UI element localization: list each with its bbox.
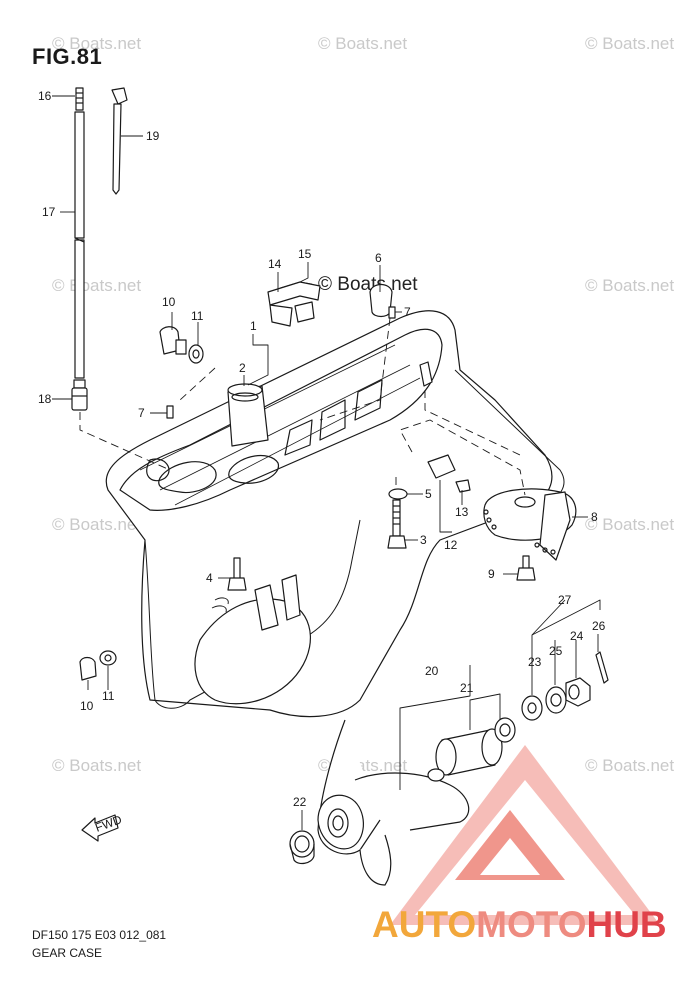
brand-part-auto: AUTO xyxy=(372,904,477,945)
callout-24: 24 xyxy=(570,629,584,643)
callout-25: 25 xyxy=(549,644,563,658)
callout-18: 18 xyxy=(38,392,52,406)
dowel-pin xyxy=(166,405,174,419)
brand-logo-icon xyxy=(390,745,660,925)
bolt xyxy=(516,555,536,581)
plug xyxy=(369,283,396,319)
watermark: © Boats.net xyxy=(585,34,675,53)
mounting-bracket xyxy=(388,454,471,500)
callout-12: 12 xyxy=(444,538,458,552)
shift-rod xyxy=(74,87,85,379)
callout-19: 19 xyxy=(146,129,160,143)
callout-9: 9 xyxy=(488,567,495,581)
callout-14: 14 xyxy=(268,257,282,271)
callout-16: 16 xyxy=(38,89,52,103)
brand-wordmark: AUTOMOTOHUB xyxy=(372,904,667,946)
forward-arrow-icon xyxy=(81,814,119,842)
callout-10b: 10 xyxy=(80,699,94,713)
callout-26: 26 xyxy=(592,619,606,633)
watermark: © Boats.net xyxy=(585,276,675,295)
callout-4: 4 xyxy=(206,571,213,585)
cable-tie xyxy=(111,87,128,195)
propeller xyxy=(317,719,470,886)
callout-3: 3 xyxy=(420,533,427,547)
watermark: © Boats.net xyxy=(585,756,675,775)
bolt xyxy=(227,557,247,591)
callout-leader-lines xyxy=(52,95,601,830)
callout-10a: 10 xyxy=(162,295,176,309)
callout-1: 1 xyxy=(250,319,257,333)
callout-20: 20 xyxy=(425,664,439,678)
callout-21: 21 xyxy=(460,681,474,695)
figure-title: FIG.81 xyxy=(32,44,103,69)
prop-hardware xyxy=(521,651,609,721)
callout-27: 27 xyxy=(558,593,572,607)
shift-rod-coupler xyxy=(71,379,88,411)
watermark-center: © Boats.net xyxy=(318,274,418,295)
callout-6: 6 xyxy=(375,251,382,265)
gear-case-body xyxy=(105,310,565,718)
watermark: © Boats.net xyxy=(585,515,675,534)
watermark: © Boats.net xyxy=(52,515,142,534)
callout-8: 8 xyxy=(591,510,598,524)
callout-17: 17 xyxy=(42,205,56,219)
callout-23: 23 xyxy=(528,655,542,669)
assembly-guide-lines xyxy=(79,317,526,496)
trim-tab-anode xyxy=(483,488,577,561)
callout-5: 5 xyxy=(425,487,432,501)
bracket-assembly xyxy=(267,281,321,327)
callout-7b: 7 xyxy=(138,406,145,420)
brand-part-hub: HUB xyxy=(586,904,667,945)
watermark: © Boats.net xyxy=(52,276,142,295)
callout-13: 13 xyxy=(455,505,469,519)
callout-11a: 11 xyxy=(191,309,204,323)
watermark: © Boats.net xyxy=(52,756,142,775)
watermark: © Boats.net xyxy=(318,34,408,53)
callout-15: 15 xyxy=(298,247,312,261)
thrust-spacer xyxy=(289,830,315,865)
callout-22: 22 xyxy=(293,795,307,809)
drain-plug-top xyxy=(159,326,204,364)
callout-2: 2 xyxy=(239,361,246,375)
diagram-code: DF150 175 E03 012_081 xyxy=(32,928,167,942)
callout-11b: 11 xyxy=(102,689,115,703)
watermark: © Boats.net xyxy=(52,34,142,53)
prop-bushing xyxy=(427,717,516,782)
brand-part-moto: MOTO xyxy=(476,904,587,945)
drain-plug-lower xyxy=(79,650,117,681)
callout-7a: 7 xyxy=(404,305,411,319)
bolt xyxy=(387,499,407,549)
diagram-caption: GEAR CASE xyxy=(32,946,103,960)
